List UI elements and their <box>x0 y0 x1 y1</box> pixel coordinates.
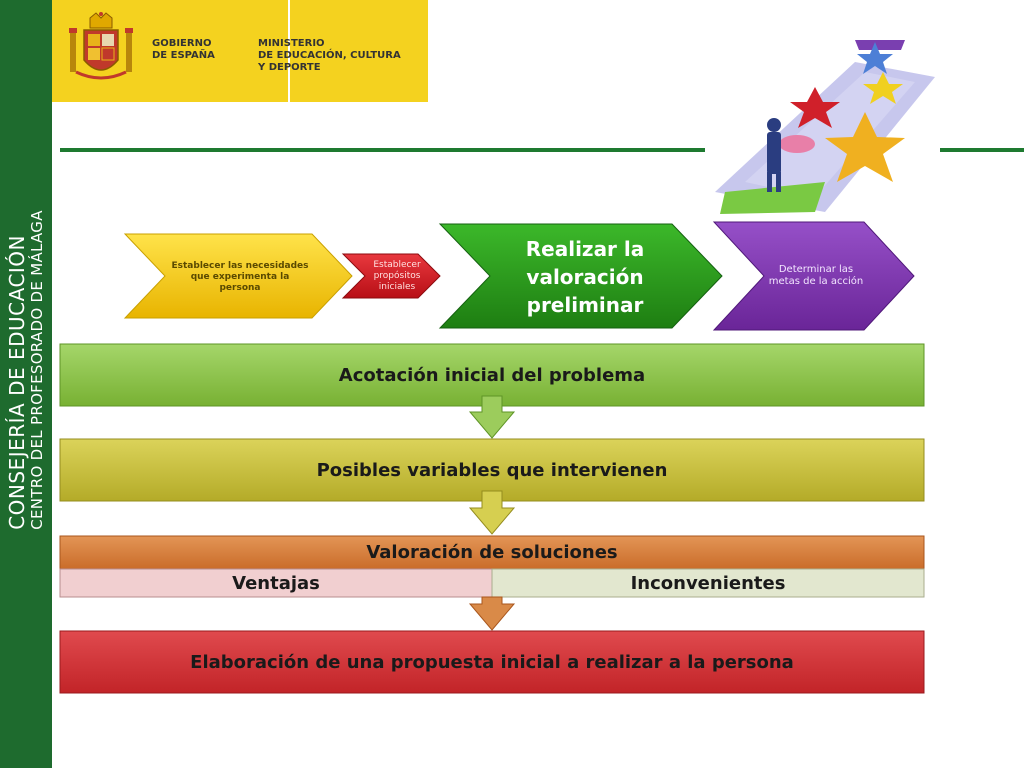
band-3-shape <box>59 535 925 571</box>
band-3-label: Valoración de soluciones <box>366 541 618 563</box>
band-4-shape <box>59 630 925 694</box>
divider-line-left <box>60 148 705 152</box>
header-band: GOBIERNO DE ESPAÑA MINISTERIO DE EDUCACI… <box>52 0 428 102</box>
band-2-label: Posibles variables que intervienen <box>316 459 668 481</box>
step-4-chevron <box>712 221 915 331</box>
sub-band-inconvenientes-shape <box>491 568 925 598</box>
stars-path-illustration <box>715 40 935 214</box>
step-2-chevron <box>341 253 441 299</box>
band-4-label: Elaboración de una propuesta inicial a r… <box>190 651 794 673</box>
header-divider <box>288 0 290 102</box>
step-3-chevron <box>438 223 723 329</box>
sub-band-inconvenientes-label: Inconvenientes <box>630 572 786 594</box>
coat-of-arms-icon <box>69 12 133 80</box>
step-2-label: Establecer propósitos iniciales <box>373 259 421 292</box>
sidebar <box>0 0 52 768</box>
band-1-label: Acotación inicial del problema <box>338 364 646 386</box>
ministerio-line1: MINISTERIO <box>258 38 325 49</box>
ministerio-line3: Y DEPORTE <box>258 62 321 73</box>
gobierno-line2: DE ESPAÑA <box>152 50 215 61</box>
sub-band-ventajas-label: Ventajas <box>232 572 320 594</box>
ministerio-label: MINISTERIO DE EDUCACIÓN, CULTURA Y DEPOR… <box>258 38 401 74</box>
step-3-label: Realizar la valoración preliminar <box>525 237 645 317</box>
arrow-down-icon <box>468 596 516 631</box>
arrow-down-icon <box>468 490 516 535</box>
step-1-chevron <box>123 233 353 319</box>
gobierno-label: GOBIERNO DE ESPAÑA <box>152 38 215 62</box>
step-1-label: Establecer las necesidades que experimen… <box>171 260 309 293</box>
gobierno-line1: GOBIERNO <box>152 38 212 49</box>
arrow-down-icon <box>468 395 516 439</box>
divider-line-right <box>940 148 1024 152</box>
ministerio-line2: DE EDUCACIÓN, CULTURA <box>258 50 401 61</box>
step-4-label: Determinar las metas de la acción <box>768 264 864 287</box>
